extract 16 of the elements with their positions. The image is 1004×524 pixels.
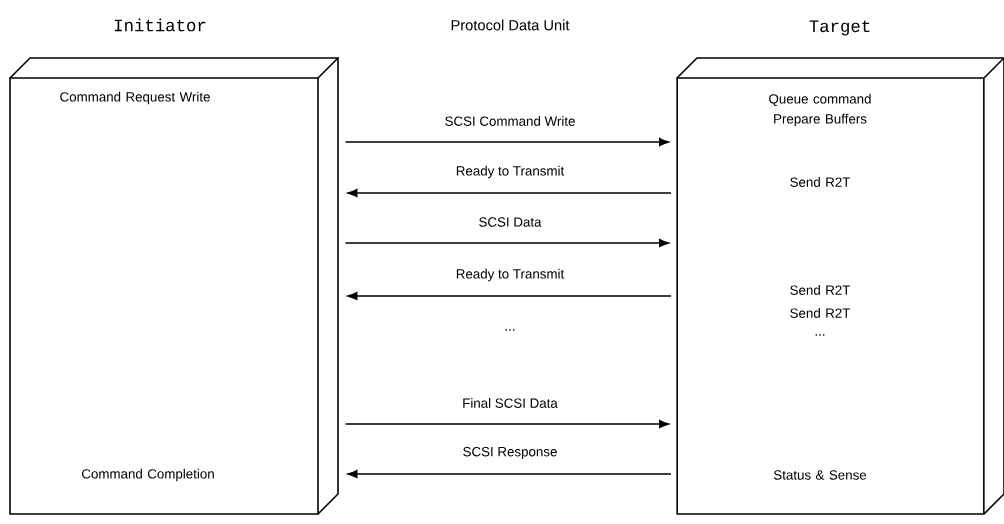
column-heading: Protocol Data Unit xyxy=(451,19,570,31)
arrow xyxy=(344,419,670,429)
arrow xyxy=(347,291,672,301)
edge-label: Ready to Transmit xyxy=(456,268,565,282)
column-heading: Initiator xyxy=(114,18,206,32)
edge-label: Ready to Transmit xyxy=(456,165,565,179)
arrow xyxy=(344,238,670,248)
arrow xyxy=(344,137,670,147)
ellipsis-text: ... xyxy=(505,329,515,331)
arrow xyxy=(347,469,672,479)
arrow xyxy=(347,188,672,198)
edge-label: SCSI Response xyxy=(463,446,557,459)
edge-label: SCSI Command Write xyxy=(445,116,575,126)
edge-label: Final SCSI Data xyxy=(463,398,558,408)
edge-label: SCSI Data xyxy=(479,217,542,227)
column-heading: Target xyxy=(809,20,870,36)
